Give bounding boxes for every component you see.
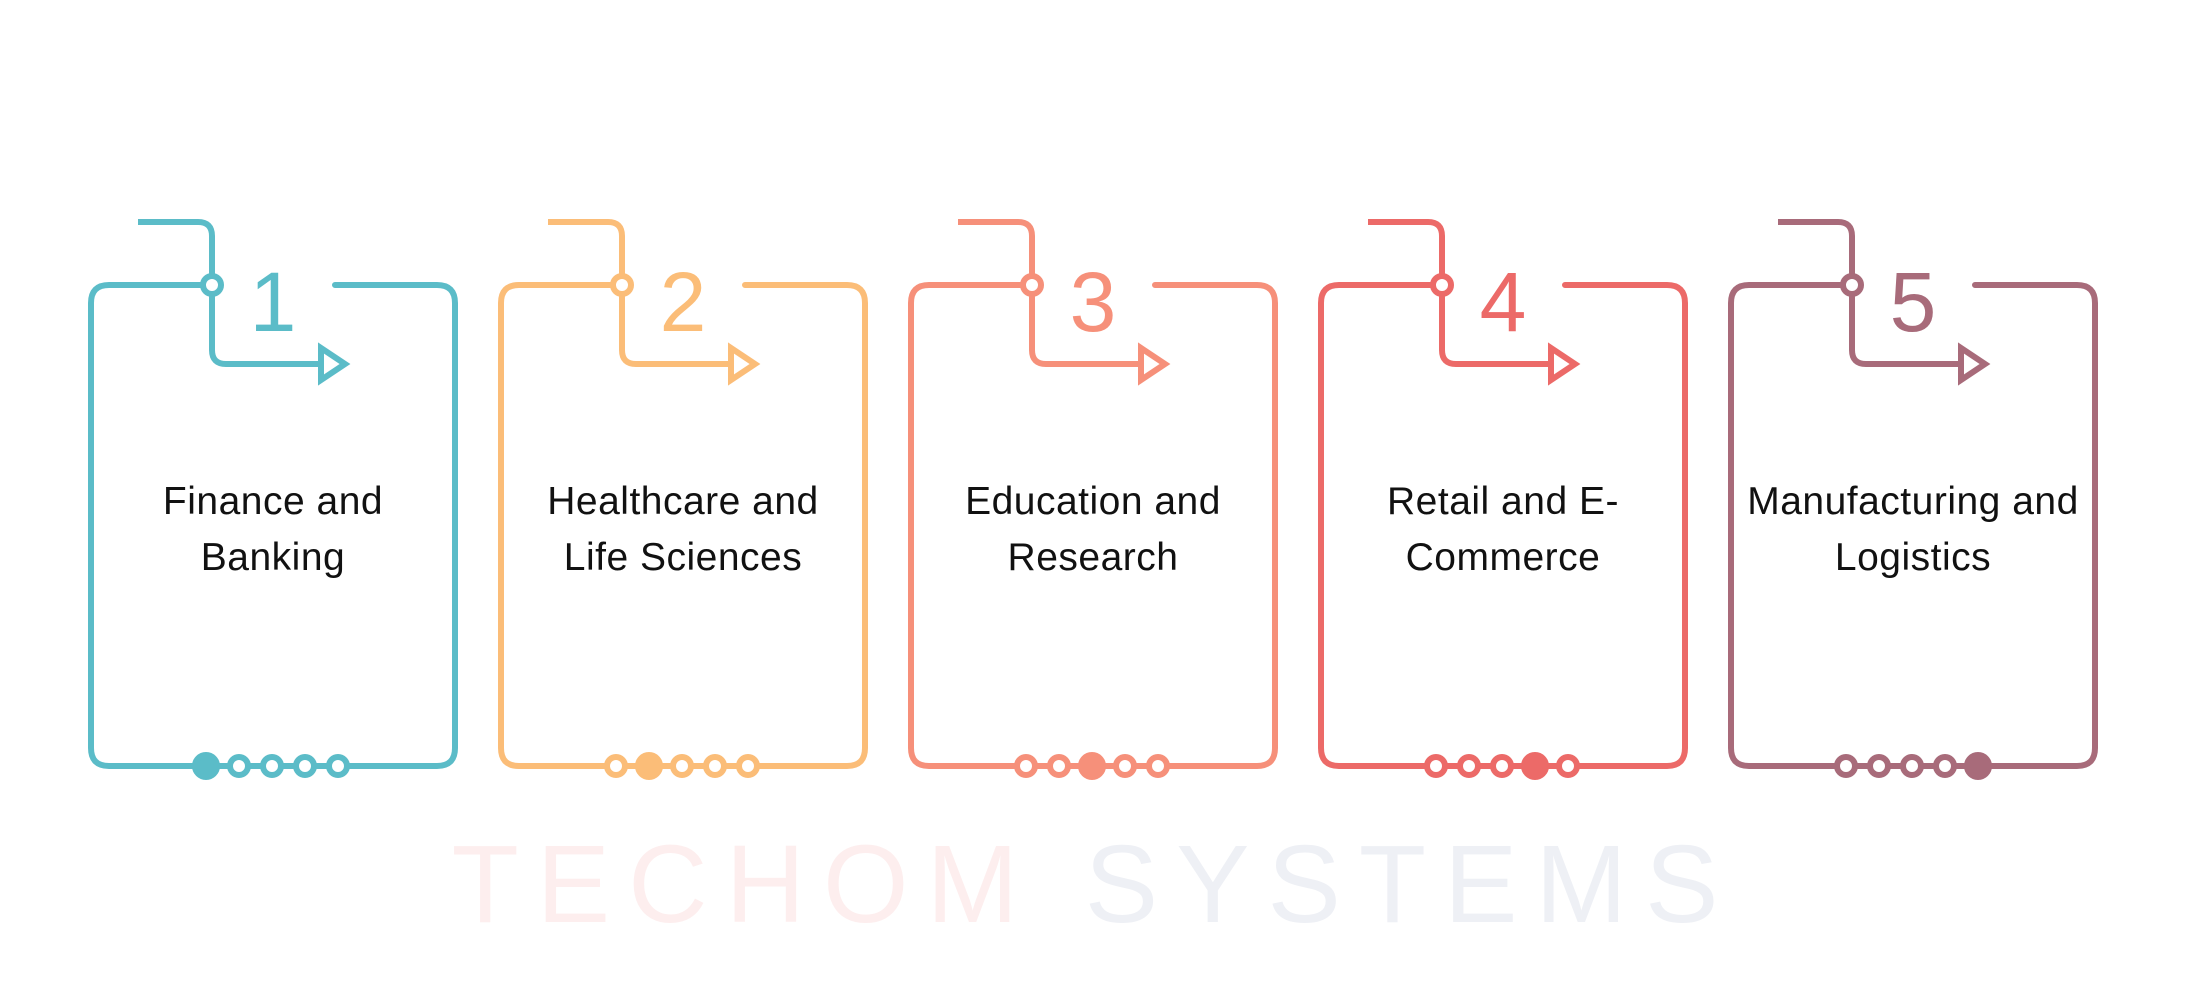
connector-line [138, 219, 321, 367]
node-circle-icon [1430, 273, 1454, 297]
card-frame [1318, 219, 1688, 780]
step-number: 3 [1069, 255, 1117, 349]
step-number: 5 [1889, 255, 1937, 349]
arrow-icon [1138, 342, 1171, 386]
card-frame [88, 219, 458, 780]
arrow-icon [1548, 342, 1581, 386]
progress-dot [260, 754, 284, 778]
progress-dot [1014, 754, 1038, 778]
connector-line [1778, 219, 1961, 367]
step-number: 1 [249, 255, 297, 349]
step-label: Education and Research [965, 480, 1221, 579]
progress-dot-active [1521, 752, 1549, 780]
step-label: Manufacturing and Logistics [1747, 480, 2079, 579]
progress-dot [703, 754, 727, 778]
arrow-icon [1958, 342, 1991, 386]
progress-dot-active [1964, 752, 1992, 780]
progress-dot [736, 754, 760, 778]
step-number: 2 [659, 255, 707, 349]
progress-dot [1047, 754, 1071, 778]
connector-line [1368, 219, 1551, 367]
progress-dot-active [192, 752, 220, 780]
step-label: Finance and Banking [162, 480, 384, 579]
card-frame [498, 219, 868, 780]
progress-dot [604, 754, 628, 778]
watermark-text: SYSTEMS [1084, 823, 1737, 946]
progress-dot-active [1078, 752, 1106, 780]
watermark-text: TECHOM [451, 823, 1037, 946]
progress-dot [1867, 754, 1891, 778]
progress-dot [293, 754, 317, 778]
progress-dot [1146, 754, 1170, 778]
progress-dot [1490, 754, 1514, 778]
step-label: Healthcare and Life Sciences [547, 480, 819, 579]
progress-dot [1556, 754, 1580, 778]
progress-dot [1834, 754, 1858, 778]
progress-dot-active [635, 752, 663, 780]
connector-line [548, 219, 731, 367]
node-circle-icon [610, 273, 634, 297]
card-frame [908, 219, 1278, 780]
progress-dot [326, 754, 350, 778]
connector-line [958, 219, 1141, 367]
progress-dot [670, 754, 694, 778]
progress-dot [1900, 754, 1924, 778]
node-circle-icon [1840, 273, 1864, 297]
progress-dot [1457, 754, 1481, 778]
card-frame [1728, 219, 2098, 780]
progress-dot [1424, 754, 1448, 778]
step-label: Retail and E-Commerce [1387, 480, 1619, 579]
watermark-logo: TECHOM SYSTEMS [0, 820, 2188, 950]
arrow-icon [318, 342, 351, 386]
arrow-icon [728, 342, 761, 386]
progress-dot [227, 754, 251, 778]
node-circle-icon [1020, 273, 1044, 297]
node-circle-icon [200, 273, 224, 297]
progress-dot [1113, 754, 1137, 778]
step-number: 4 [1479, 255, 1527, 349]
progress-dot [1933, 754, 1957, 778]
